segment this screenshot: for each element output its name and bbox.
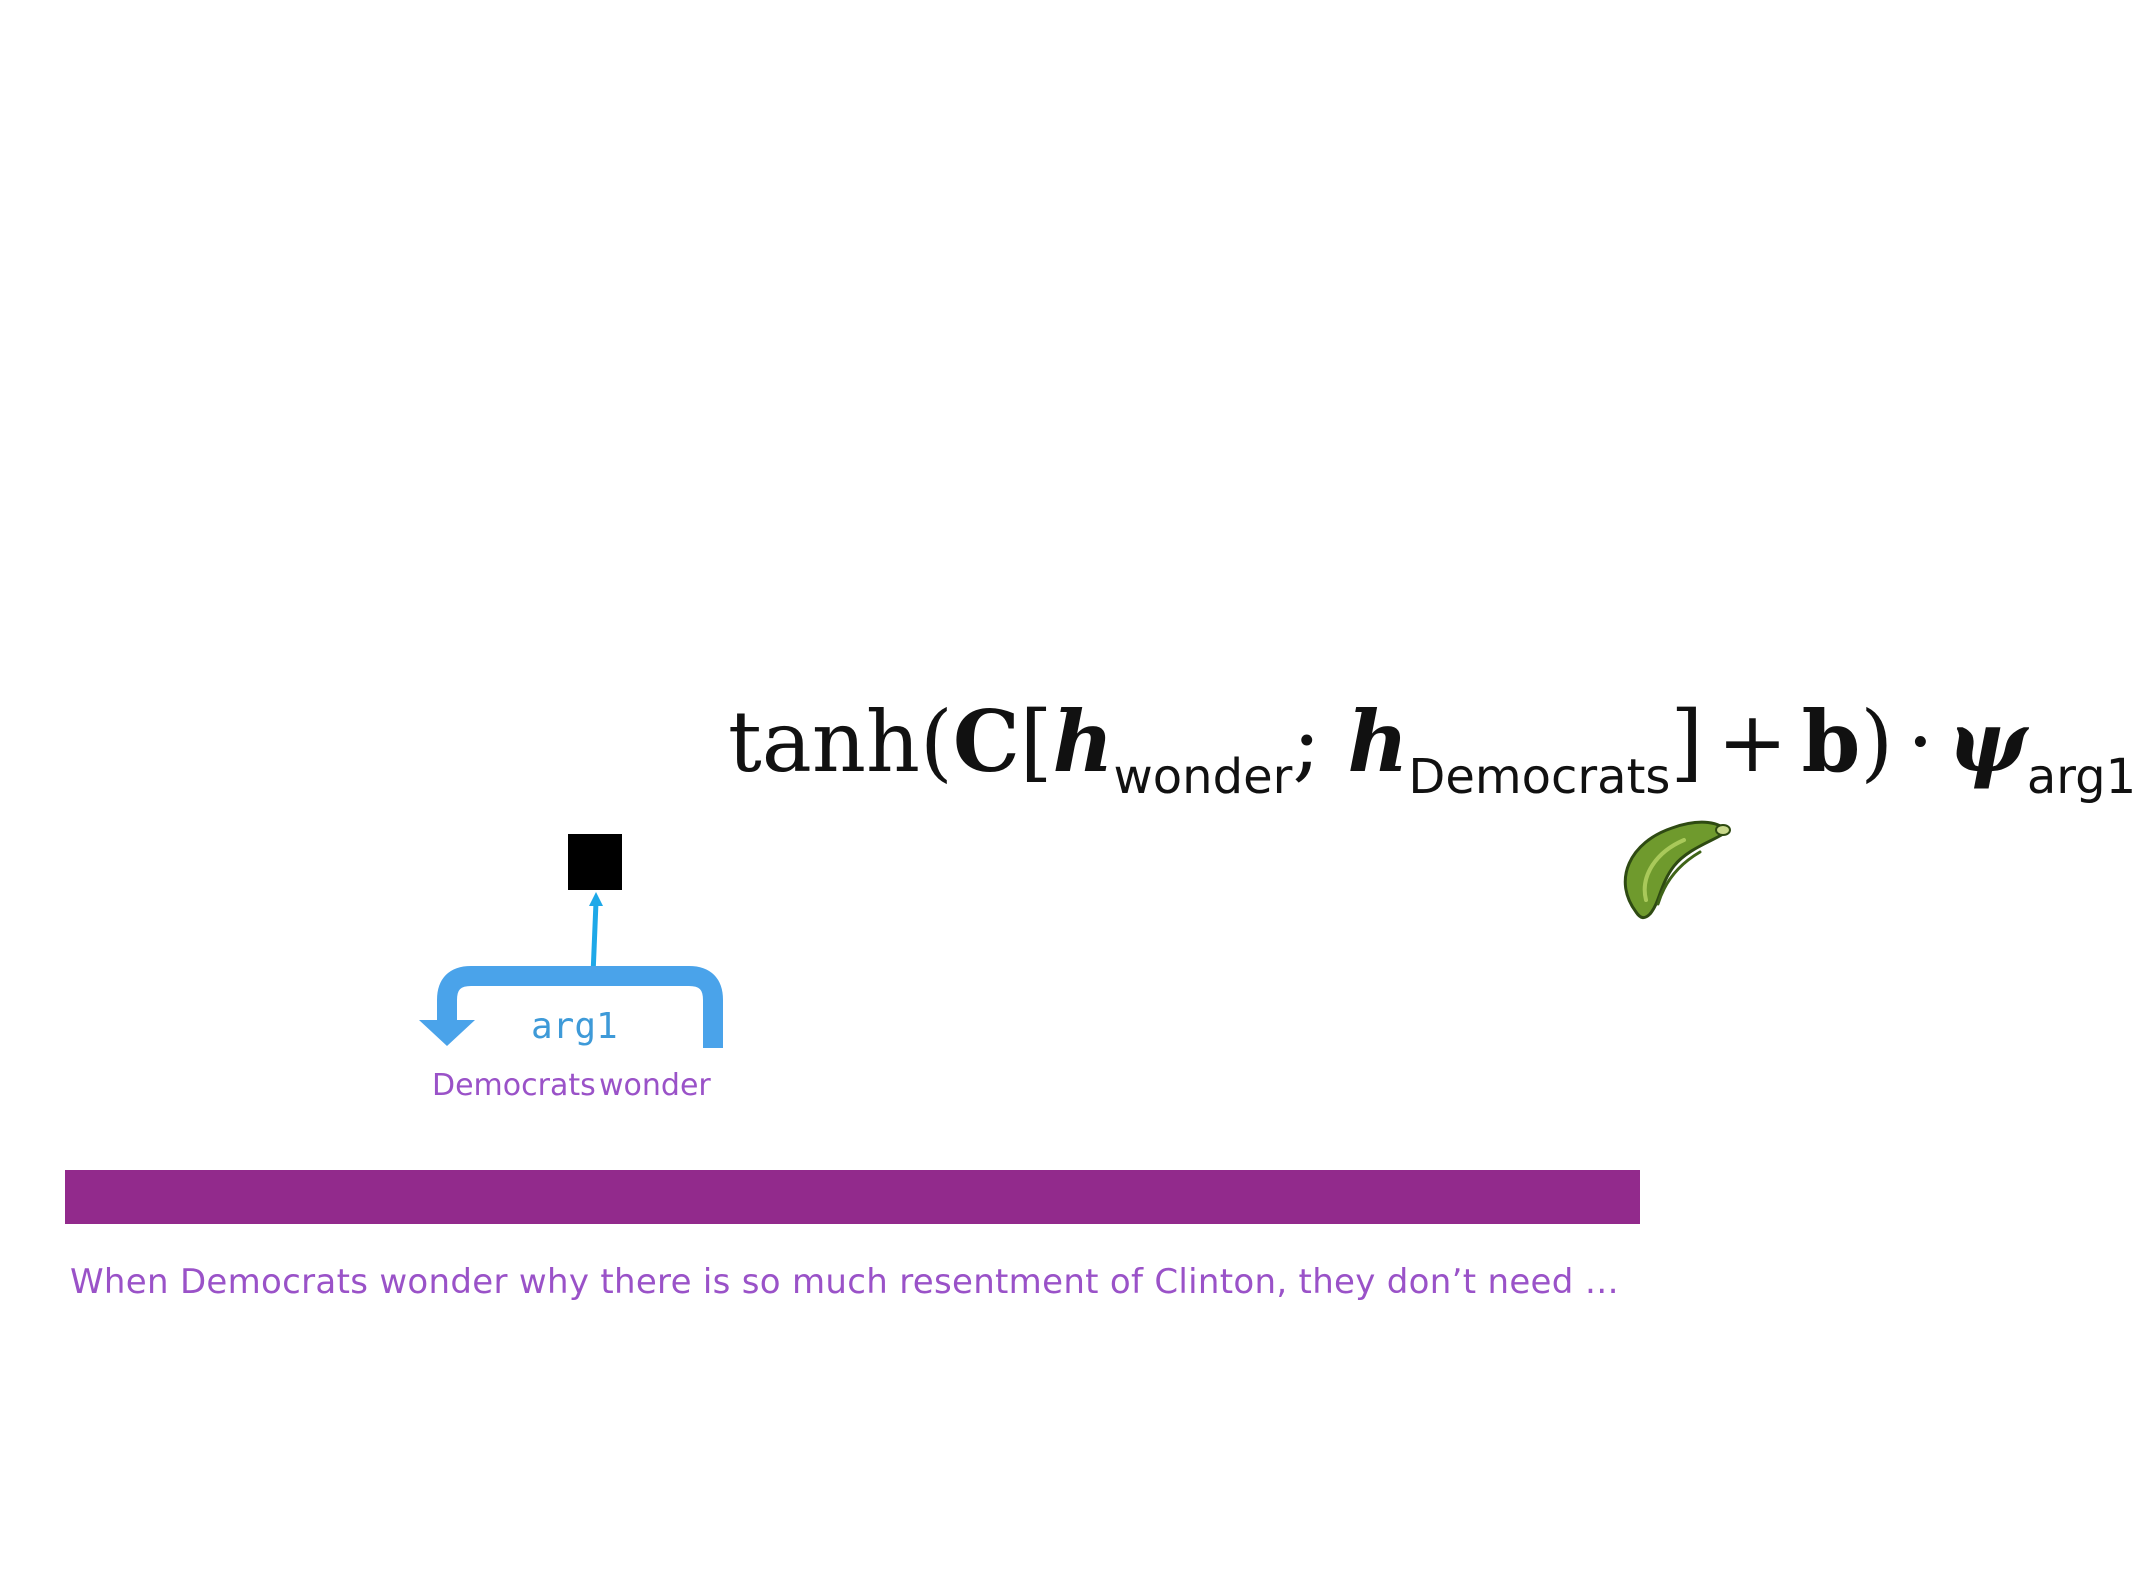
diagram-graphics [419,820,1731,1048]
sentence-bar [65,1170,1640,1224]
formula-open-bracket: [ [1019,693,1053,791]
formula-close-paren: ) [1860,693,1894,791]
scoring-formula: tanh(C[hwonder; hDemocrats]+b)·ψarg1 [728,700,2136,802]
formula-h-democrats: h [1347,692,1409,791]
cucumber-icon [1623,820,1731,920]
arc-arg1 [419,966,723,1048]
up-arrow-icon [589,892,603,976]
formula-bias: b [1801,692,1861,791]
formula-tanh: tanh [728,693,921,791]
arc-arrowhead-icon [419,1020,475,1046]
token-democrats: Democrats [432,1068,596,1103]
formula-matrix: C [952,692,1020,791]
formula-close-bracket: ] [1670,693,1704,791]
token-wonder: wonder [599,1068,711,1103]
formula-dot: · [1907,693,1934,791]
formula-h-wonder: h [1052,692,1114,791]
formula-semicolon: ; [1292,693,1321,791]
sentence-text: When Democrats wonder why there is so mu… [70,1262,1620,1302]
formula-plus: + [1717,693,1788,791]
formula-sub-wonder: wonder [1113,749,1293,805]
slide-canvas: tanh(C[hwonder; hDemocrats]+b)·ψarg1 arg… [65,699,2136,1302]
arc-label: arg1 [531,1006,618,1047]
formula-sub-democrats: Democrats [1408,749,1671,805]
formula-open-paren: ( [920,693,953,791]
formula-psi: ψ [1947,692,2027,791]
formula-sub-arg1: arg1 [2026,749,2136,805]
score-node [568,834,622,890]
